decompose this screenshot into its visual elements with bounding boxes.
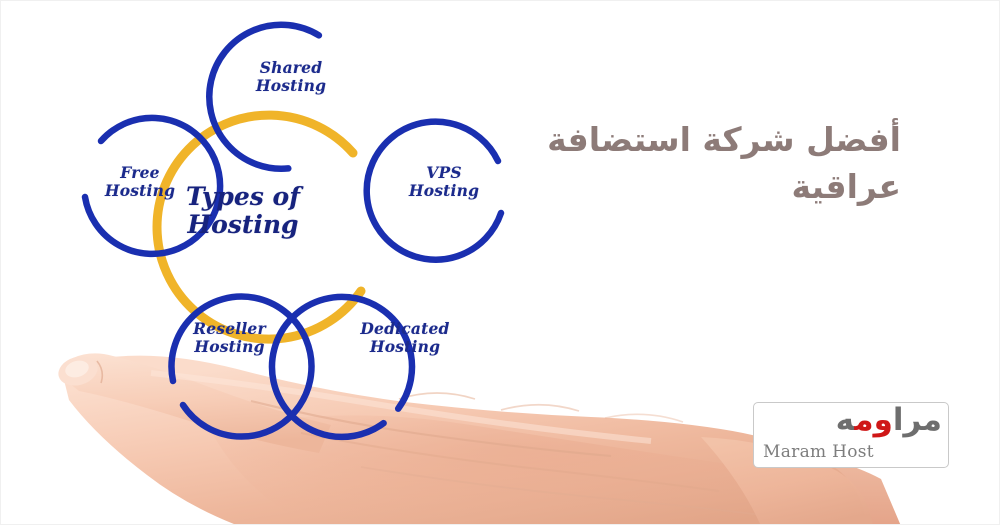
node-label-reseller: Reseller Hosting	[193, 319, 266, 356]
logo-latin-wordmark: Maram Host	[763, 442, 874, 462]
logo-arabic-part-right: مرا	[892, 402, 942, 438]
node-ring-shared	[206, 21, 323, 172]
node-ring-dedicated	[268, 293, 416, 441]
node-ring-vps	[363, 118, 505, 263]
headline: أفضل شركة استضافة عراقية	[481, 117, 901, 211]
node-label-free: Free Hosting	[104, 163, 176, 200]
diagram-center-title: Types of Hosting	[186, 182, 300, 239]
node-ring-reseller	[168, 293, 315, 440]
headline-line-1: أفضل شركة استضافة	[547, 120, 901, 159]
node-ring-free	[81, 114, 224, 258]
maram-host-logo[interactable]: مراومه Maram Host	[753, 402, 949, 468]
logo-arabic-part-red: وم	[854, 402, 893, 438]
logo-arabic-wordmark: مراومه	[836, 405, 942, 436]
node-label-shared: Shared Hosting	[255, 58, 327, 95]
node-label-dedicated: Dedicated Hosting	[360, 319, 450, 356]
node-label-vps: VPS Hosting	[408, 163, 480, 200]
center-ring	[152, 110, 366, 344]
logo-arabic-part-left: ه	[835, 402, 855, 438]
headline-line-2: عراقية	[791, 166, 901, 206]
hosting-types-diagram	[81, 21, 505, 441]
